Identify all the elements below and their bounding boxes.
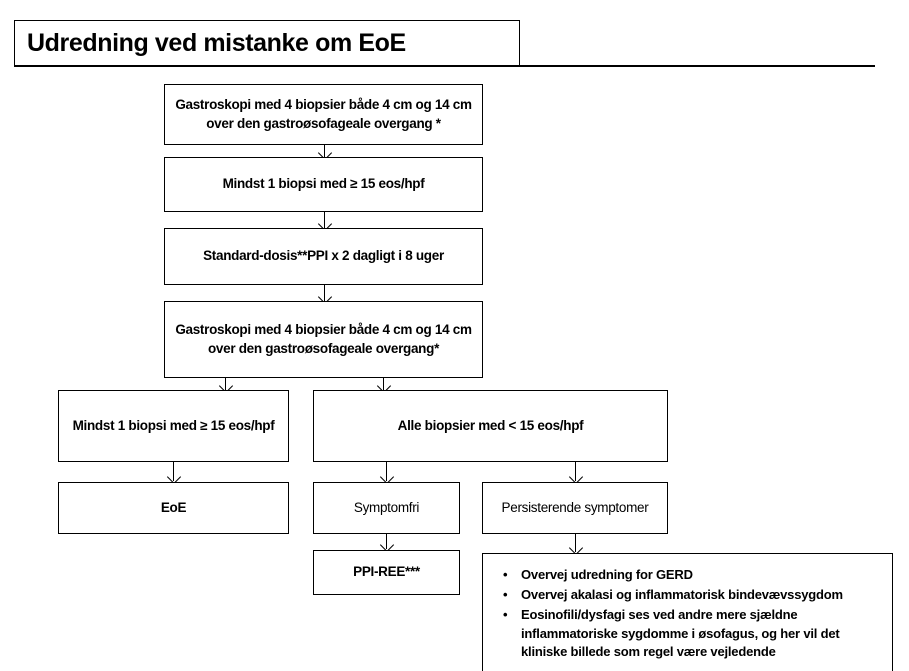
node-eoe-label: EoE (160, 499, 187, 515)
node-mindst-1-biopsi-branch: Mindst 1 biopsi med ≥ 15 eos/hpf (58, 390, 289, 462)
node-gastroskopi-initial: Gastroskopi med 4 biopsier både 4 cm og … (164, 84, 483, 145)
node-ppi-ree: PPI-REE*** (313, 550, 460, 595)
node-symptomfri: Symptomfri (313, 482, 460, 534)
arrow-to-symptomfri (386, 462, 387, 481)
anbefaling-text-1: Overvej udredning for GERD (521, 567, 693, 582)
node-mindst-1-biopsi-top-label: Mindst 1 biopsi med ≥ 15 eos/hpf (222, 176, 425, 192)
node-gastroskopi-initial-line1: Gastroskopi med 4 biopsier både 4 cm og … (175, 97, 472, 113)
arrow-gastroskopi-to-biopsi (324, 145, 325, 157)
node-alle-biopsier-branch: Alle biopsier med < 15 eos/hpf (313, 390, 668, 462)
node-gastroskopi-kontrol-line1: Gastroskopi med 4 biopsier både 4 cm og … (175, 322, 472, 338)
node-eoe: EoE (58, 482, 289, 534)
node-ppi-ree-label: PPI-REE*** (353, 564, 420, 580)
node-anbefalinger-box: • Overvej udredning for GERD • Overvej a… (482, 553, 893, 671)
anbefaling-text-2: Overvej akalasi og inflammatorisk bindev… (521, 586, 843, 602)
node-ppi-behandling-label: Standard-dosis**PPI x 2 dagligt i 8 uger (203, 248, 444, 264)
arrow-to-eoe (173, 462, 174, 481)
bullet-icon: • (503, 567, 508, 582)
arrow-persisterende-to-anbefalinger (575, 534, 576, 552)
node-symptomfri-label: Symptomfri (353, 499, 420, 515)
node-alle-biopsier-branch-label: Alle biopsier med < 15 eos/hpf (397, 417, 584, 433)
node-ppi-behandling: Standard-dosis**PPI x 2 dagligt i 8 uger (164, 228, 483, 285)
arrow-biopsi-to-ppi (324, 212, 325, 228)
node-mindst-1-biopsi-top: Mindst 1 biopsi med ≥ 15 eos/hpf (164, 157, 483, 212)
list-item: • Overvej akalasi og inflammatorisk bind… (493, 586, 882, 605)
anbefalinger-list: • Overvej udredning for GERD • Overvej a… (483, 554, 892, 662)
bullet-icon: • (503, 586, 508, 602)
arrow-branch-left (225, 378, 226, 390)
list-item: • Eosinofili/dysfagi ses ved andre mere … (493, 606, 882, 663)
node-mindst-1-biopsi-branch-label: Mindst 1 biopsi med ≥ 15 eos/hpf (72, 417, 275, 433)
node-gastroskopi-kontrol: Gastroskopi med 4 biopsier både 4 cm og … (164, 301, 483, 378)
arrow-branch-right (383, 378, 384, 390)
bullet-icon: • (503, 606, 508, 622)
node-persisterende-symptomer: Persisterende symptomer (482, 482, 668, 534)
title-underline-rule (14, 65, 875, 67)
arrow-ppi-to-gastroskopi2 (324, 285, 325, 301)
chart-title-box: Udredning ved mistanke om EoE (14, 20, 520, 66)
node-gastroskopi-kontrol-line2: over den gastroøsofageale overgang* (207, 340, 440, 356)
node-gastroskopi-initial-line2: over den gastroøsofageale overgang * (206, 115, 441, 131)
list-item: • Overvej udredning for GERD (493, 566, 882, 585)
arrow-symptomfri-to-ppiree (386, 534, 387, 549)
page-title: Udredning ved mistanke om EoE (27, 28, 406, 57)
arrow-to-persisterende (575, 462, 576, 481)
node-persisterende-symptomer-label: Persisterende symptomer (501, 499, 649, 515)
anbefaling-text-3: Eosinofili/dysfagi ses ved andre mere sj… (521, 606, 840, 660)
